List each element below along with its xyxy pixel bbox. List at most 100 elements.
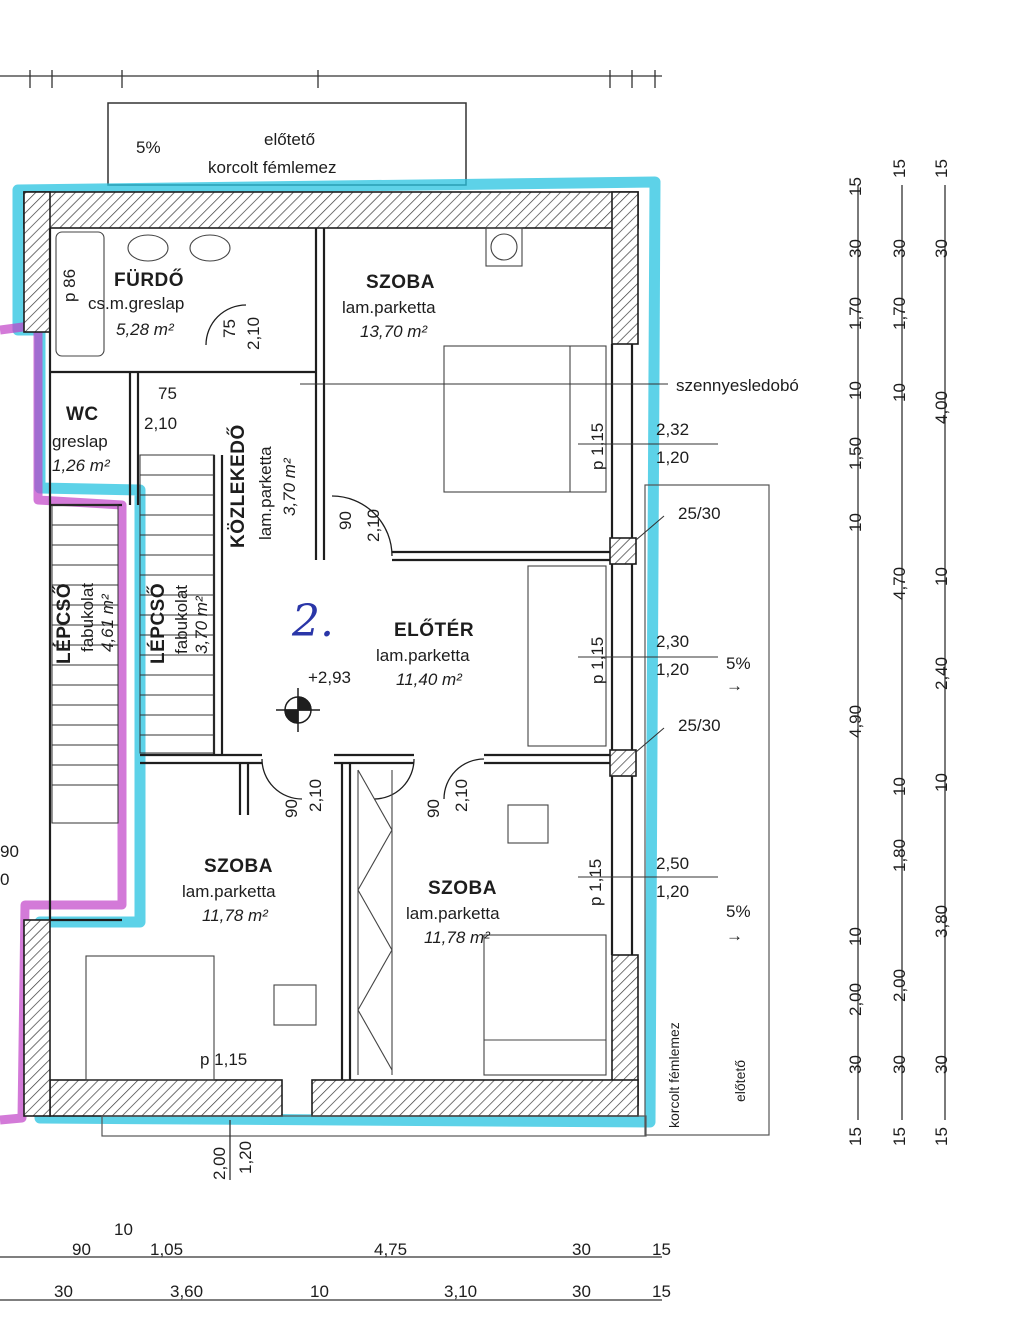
dim-b1-3: 4,75 bbox=[374, 1240, 408, 1259]
bed-ne-door-width: 90 bbox=[336, 511, 355, 530]
dim-b1-4: 30 bbox=[572, 1240, 591, 1259]
column-1-size: 25/30 bbox=[678, 504, 721, 523]
bath-floor: cs.m.greslap bbox=[88, 294, 185, 313]
bed-sw-floor: lam.parketta bbox=[182, 882, 276, 901]
stair-right-floor: fabukolat bbox=[172, 585, 191, 654]
dim-r2-2: 1,70 bbox=[890, 296, 909, 330]
dim-r3-0: 15 bbox=[932, 159, 951, 178]
slope-1-label: 5% bbox=[726, 654, 751, 673]
bath-door-width: 75 bbox=[220, 319, 239, 338]
hall-floor: lam.parketta bbox=[376, 646, 470, 665]
dim-r2-8: 30 bbox=[890, 1055, 909, 1074]
stair-right-area: 3,70 m² bbox=[192, 596, 211, 654]
canopy-top-material: korcolt fémlemez bbox=[208, 158, 337, 177]
bed-ne-name: SZOBA bbox=[366, 272, 435, 293]
corridor-floor: lam.parketta bbox=[256, 446, 275, 540]
dim-r1-6: 4,90 bbox=[846, 704, 865, 738]
corridor-area: 3,70 m² bbox=[280, 458, 299, 516]
bed-se-door-width: 90 bbox=[424, 799, 443, 818]
dim-r1-10: 15 bbox=[846, 1127, 865, 1146]
leader-lines bbox=[300, 383, 718, 878]
canopy-top-label: előtető bbox=[264, 130, 316, 149]
furniture bbox=[55, 227, 607, 1081]
right-dimension-lines bbox=[857, 185, 946, 1120]
bed-sw-area: 11,78 m² bbox=[202, 906, 268, 925]
dim-b2-2: 10 bbox=[310, 1282, 329, 1301]
window-2-width: 2,30 bbox=[656, 632, 690, 651]
dim-r3-8: 15 bbox=[932, 1127, 951, 1146]
corridor-name: KÖZLEKEDŐ bbox=[228, 424, 249, 548]
dim-r3-6: 3,80 bbox=[932, 904, 951, 938]
dim-r1-0: 15 bbox=[846, 177, 865, 196]
left-cut-label-2: 0 bbox=[0, 870, 10, 889]
wc-floor: greslap bbox=[52, 432, 108, 451]
bottom-canopy bbox=[101, 1115, 647, 1137]
hall-level: +2,93 bbox=[308, 668, 352, 687]
bed-ne-door-height: 2,10 bbox=[364, 508, 383, 542]
dim-r2-9: 15 bbox=[890, 1127, 909, 1146]
slope-2-arrow-icon: → bbox=[726, 926, 743, 945]
dim-r2-7: 2,00 bbox=[890, 968, 909, 1002]
exterior-walls bbox=[23, 191, 639, 1117]
dim-r3-1: 30 bbox=[932, 239, 951, 258]
window-3-height: 1,20 bbox=[656, 882, 690, 901]
dim-b2-5: 15 bbox=[652, 1282, 671, 1301]
top-dimension-line bbox=[0, 70, 662, 88]
window-4-parapet: p 1,15 bbox=[200, 1050, 248, 1069]
dim-b2-3: 3,10 bbox=[444, 1282, 478, 1301]
bed-se-door-height: 2,10 bbox=[452, 778, 471, 812]
stair-left-area: 4,61 m² bbox=[98, 594, 117, 652]
window-2-parapet: p 1,15 bbox=[588, 636, 607, 684]
column-2-size: 25/30 bbox=[678, 716, 721, 735]
bath-area: 5,28 m² bbox=[116, 320, 174, 339]
window-1-height: 1,20 bbox=[656, 448, 690, 467]
dim-b1-1: 10 bbox=[114, 1220, 133, 1239]
dim-r1-9: 30 bbox=[846, 1055, 865, 1074]
window-4-width: 2,00 bbox=[210, 1146, 229, 1180]
dim-r2-0: 15 bbox=[890, 159, 909, 178]
slope-1-arrow-icon: → bbox=[726, 676, 743, 695]
dim-b1-5: 15 bbox=[652, 1240, 671, 1259]
window-2-height: 1,20 bbox=[656, 660, 690, 679]
dim-r2-4: 4,70 bbox=[890, 566, 909, 600]
cyan-marker-outline bbox=[12, 176, 661, 1128]
dim-r2-1: 30 bbox=[890, 239, 909, 258]
dim-b2-4: 30 bbox=[572, 1282, 591, 1301]
window-1-width: 2,32 bbox=[656, 420, 690, 439]
dim-b2-0: 30 bbox=[54, 1282, 73, 1301]
hall-name: ELŐTÉR bbox=[394, 620, 475, 641]
hall-area: 11,40 m² bbox=[396, 670, 462, 689]
window-3-parapet: p 1,15 bbox=[586, 858, 605, 906]
dim-r1-8: 2,00 bbox=[846, 982, 865, 1016]
wc-name: WC bbox=[66, 404, 99, 425]
laundry-chute-label: szennyesledobó bbox=[676, 376, 799, 395]
stair-right-name: LÉPCSŐ bbox=[148, 582, 169, 664]
wc-area: 1,26 m² bbox=[52, 456, 110, 475]
stairs bbox=[51, 454, 215, 824]
window-3-width: 2,50 bbox=[656, 854, 690, 873]
bed-se-floor: lam.parketta bbox=[406, 904, 500, 923]
bed-se-area: 11,78 m² bbox=[424, 928, 490, 947]
dim-r1-4: 1,50 bbox=[846, 436, 865, 470]
magenta-marker-outline bbox=[0, 320, 127, 1125]
wc-door-height: 2,10 bbox=[144, 414, 178, 433]
dim-r1-2: 1,70 bbox=[846, 296, 865, 330]
bed-sw-door-height: 2,10 bbox=[306, 778, 325, 812]
dim-r2-6: 1,80 bbox=[890, 838, 909, 872]
dim-r2-5: 10 bbox=[890, 777, 909, 796]
bath-parapet: p 86 bbox=[60, 268, 79, 302]
door-swings bbox=[205, 304, 485, 800]
canopy-top-slope: 5% bbox=[136, 138, 161, 157]
side-canopy bbox=[644, 484, 770, 1136]
bed-se-name: SZOBA bbox=[428, 878, 497, 899]
side-canopy-material: korcolt fémlemez bbox=[666, 1022, 682, 1128]
handwritten-floor-number: 2. bbox=[292, 596, 334, 647]
bed-sw-door-width: 90 bbox=[282, 799, 301, 818]
dim-r2-3: 10 bbox=[890, 383, 909, 402]
dim-r1-5: 10 bbox=[846, 513, 865, 532]
level-marker bbox=[276, 688, 320, 732]
bed-ne-floor: lam.parketta bbox=[342, 298, 436, 317]
slope-2-label: 5% bbox=[726, 902, 751, 921]
dim-r1-7: 10 bbox=[846, 927, 865, 946]
